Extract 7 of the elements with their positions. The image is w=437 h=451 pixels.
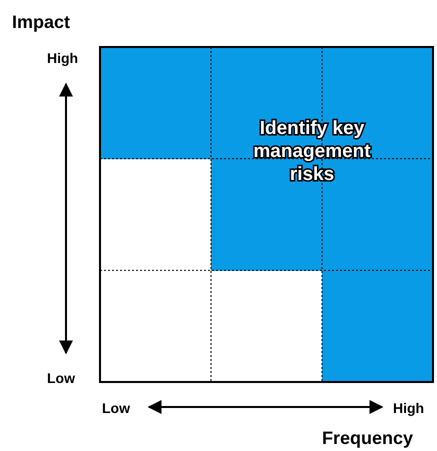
axis-label: High [47, 50, 78, 66]
axis-title: Frequency [322, 428, 414, 449]
quadrant-label: Identify key management risks [252, 117, 372, 186]
axis-label: Low [47, 370, 75, 386]
axis-title: Impact [12, 12, 70, 33]
axis-label: Low [102, 400, 130, 416]
axis-label: High [393, 400, 424, 416]
